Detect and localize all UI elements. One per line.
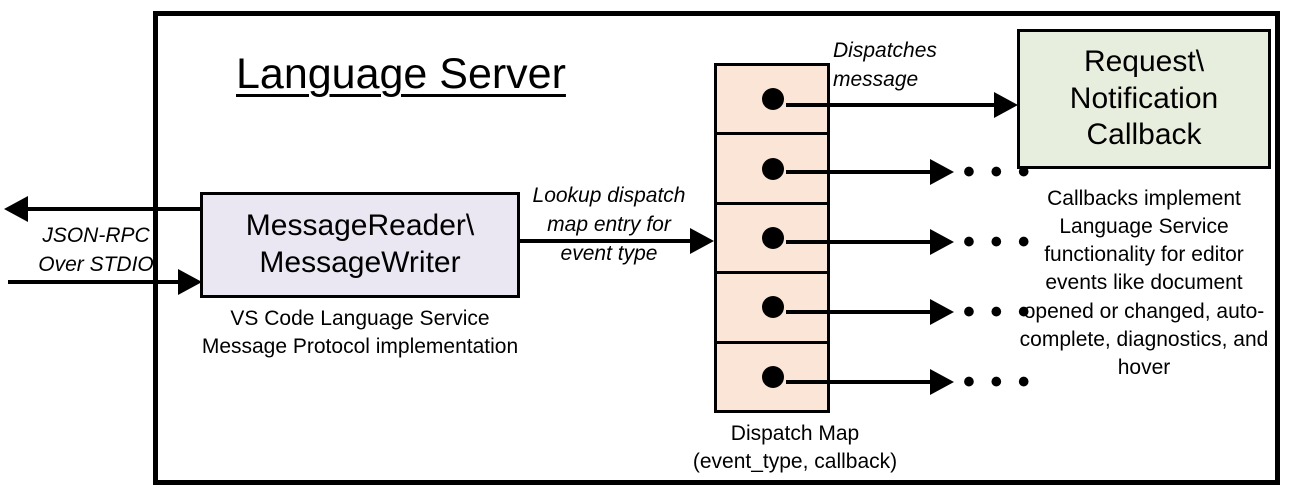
callback-line2: Notification (1069, 81, 1219, 115)
dispatch-row-1-connector (786, 103, 1006, 107)
jsonrpc-outbound-arrowhead (4, 196, 28, 222)
dispatch-entry-dot-icon (762, 88, 784, 111)
message-reader-writer-caption: VS Code Language Service Message Protoco… (190, 305, 530, 362)
dispatch-row-5-connector (786, 380, 936, 384)
dispatches-annotation-line1: Dispatches (833, 39, 937, 62)
message-reader-writer-label: MessageReader\ MessageWriter (246, 208, 474, 281)
lookup-annotation-line2: map entry for (547, 212, 671, 236)
dispatch-row-5[interactable] (717, 344, 827, 410)
jsonrpc-annotation: JSON-RPC Over STDIO (20, 222, 172, 280)
dispatch-row-1[interactable] (717, 66, 827, 136)
jsonrpc-inbound-line (8, 280, 180, 284)
dispatch-row-4-ellipsis: • • • (963, 293, 1033, 331)
lookup-dispatch-arrowhead (690, 228, 714, 254)
dispatch-entry-dot-icon (762, 296, 784, 319)
language-server-boundary (153, 11, 1280, 485)
message-reader-writer-box[interactable]: MessageReader\ MessageWriter (200, 192, 520, 298)
dispatch-row-5-arrowhead (930, 369, 954, 395)
lookup-dispatch-annotation: Lookup dispatch map entry for event type (519, 182, 699, 269)
jsonrpc-outbound-line (28, 207, 203, 211)
dispatch-row-2-connector (786, 170, 936, 174)
dispatch-map-table[interactable] (714, 63, 830, 413)
dispatch-map-caption: Dispatch Map (event_type, callback) (650, 420, 940, 477)
dispatch-map-caption-line2: (event_type, callback) (692, 450, 898, 474)
dispatches-message-annotation: Dispatches message (833, 37, 988, 95)
dispatch-row-2-arrowhead (930, 159, 954, 185)
callback-description-caption: Callbacks implement Language Service fun… (1019, 187, 1269, 379)
request-notification-callback-label: Request\ Notification Callback (1070, 44, 1218, 154)
message-reader-writer-line1: MessageReader\ (245, 209, 475, 243)
message-caption-line1: VS Code Language Service (230, 307, 490, 330)
dispatch-row-4-arrowhead (930, 299, 954, 325)
dispatch-row-3-connector (786, 240, 936, 244)
dispatch-row-4[interactable] (717, 274, 827, 344)
lookup-dispatch-line (519, 239, 691, 243)
message-reader-writer-line2: MessageWriter (259, 246, 461, 279)
page-title: Language Server (236, 50, 566, 98)
dispatch-entry-dot-icon (762, 365, 784, 388)
lookup-annotation-line3: event type (560, 241, 658, 265)
jsonrpc-inbound-arrowhead (178, 269, 202, 295)
dispatch-row-3[interactable] (717, 205, 827, 275)
dispatch-row-5-ellipsis: • • • (963, 363, 1033, 401)
dispatch-row-1-arrowhead (994, 92, 1018, 118)
dispatch-row-4-connector (786, 310, 936, 314)
message-caption-line2: Message Protocol implementation (201, 335, 519, 359)
request-notification-callback-box[interactable]: Request\ Notification Callback (1017, 29, 1271, 169)
jsonrpc-annotation-line1: JSON-RPC (42, 224, 150, 247)
dispatches-annotation-line2: message (833, 67, 919, 91)
dispatch-row-2[interactable] (717, 135, 827, 205)
callback-line3: Callback (1086, 118, 1202, 152)
dispatch-row-3-ellipsis: • • • (963, 223, 1033, 261)
dispatch-map-caption-line1: Dispatch Map (730, 422, 860, 445)
dispatch-entry-dot-icon (762, 227, 784, 250)
callback-line1: Request\ (1083, 45, 1205, 79)
jsonrpc-annotation-line2: Over STDIO (38, 252, 154, 276)
dispatch-entry-dot-icon (762, 157, 784, 180)
lookup-annotation-line1: Lookup dispatch (532, 184, 686, 207)
dispatch-row-3-arrowhead (930, 229, 954, 255)
